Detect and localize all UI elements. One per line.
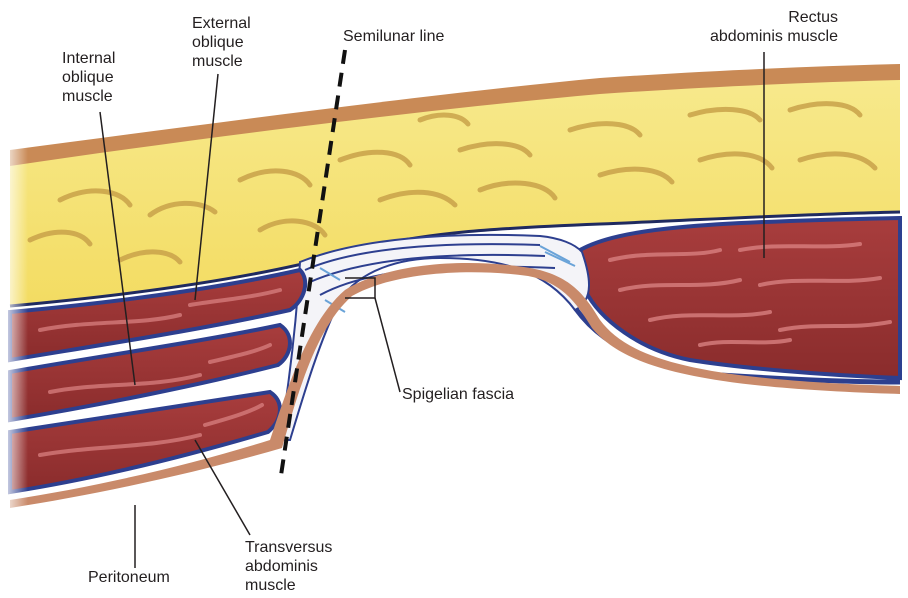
label-peritoneum: Peritoneum — [88, 568, 170, 587]
label-internal-oblique: Internal oblique muscle — [62, 49, 115, 106]
label-rectus-abdominis: Rectus abdominis muscle — [680, 8, 838, 46]
label-semilunar-line: Semilunar line — [343, 27, 444, 46]
label-transversus-abdominis: Transversus abdominis muscle — [245, 538, 332, 595]
label-external-oblique: External oblique muscle — [192, 14, 251, 71]
label-spigelian-fascia: Spigelian fascia — [402, 385, 514, 404]
